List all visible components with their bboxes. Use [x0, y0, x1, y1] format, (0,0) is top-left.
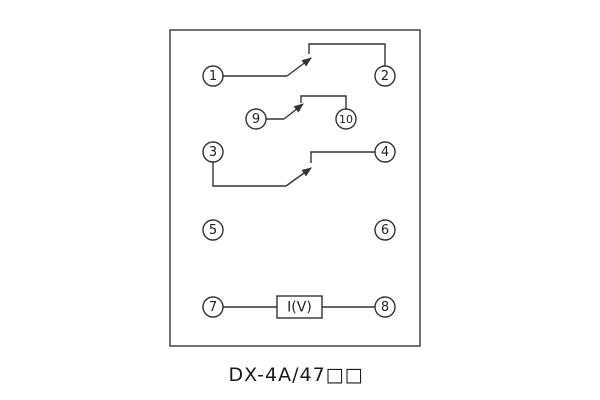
terminal-1: 1 [202, 65, 224, 87]
terminal-8-label: 8 [381, 300, 389, 315]
fixed-contact-wire-10 [300, 95, 347, 109]
meter-box: I(V) [276, 295, 323, 319]
moving-contact-3-4 [285, 167, 312, 187]
terminal-5-circle [202, 219, 224, 241]
terminal-3: 3 [202, 141, 224, 163]
terminal-10-label: 10 [339, 113, 353, 126]
terminal-8-circle [374, 296, 396, 318]
model-caption: DX-4A/47□□ [228, 364, 363, 386]
terminal-10: 10 [335, 108, 357, 130]
terminal-2-circle [374, 65, 396, 87]
terminal-10-circle [335, 108, 357, 130]
terminal-9-circle [245, 108, 267, 130]
meter-branch-7-8: I(V) [223, 295, 375, 319]
contact-group-9-10 [266, 95, 347, 120]
moving-contact-1-2 [286, 57, 312, 77]
fixed-contact-wire-2 [308, 43, 386, 66]
terminal-8: 8 [374, 296, 396, 318]
terminal-4: 4 [374, 141, 396, 163]
terminal-2: 2 [374, 65, 396, 87]
terminal-1-label: 1 [209, 69, 217, 84]
terminal-2-label: 2 [381, 69, 389, 84]
terminal-6-circle [374, 219, 396, 241]
contact-group-1-2 [223, 43, 386, 77]
terminal-4-label: 4 [381, 145, 389, 160]
terminal-5: 5 [202, 219, 224, 241]
terminal-7: 7 [202, 296, 224, 318]
relay-case-outline [169, 29, 421, 347]
moving-contact-9-10 [283, 103, 304, 120]
meter-box-label: I(V) [287, 300, 312, 316]
terminal-5-label: 5 [209, 223, 217, 238]
terminal-1-circle [202, 65, 224, 87]
terminal-3-circle [202, 141, 224, 163]
terminal-6: 6 [374, 219, 396, 241]
terminal-7-circle [202, 296, 224, 318]
terminal-9-label: 9 [252, 112, 260, 127]
wire-terminal-3 [212, 162, 286, 187]
terminal-9: 9 [245, 108, 267, 130]
terminal-3-label: 3 [209, 145, 217, 160]
contact-group-3-4 [212, 151, 375, 187]
terminal-4-circle [374, 141, 396, 163]
terminal-7-label: 7 [209, 300, 217, 315]
terminal-6-label: 6 [381, 223, 389, 238]
fixed-contact-wire-4 [310, 151, 375, 163]
